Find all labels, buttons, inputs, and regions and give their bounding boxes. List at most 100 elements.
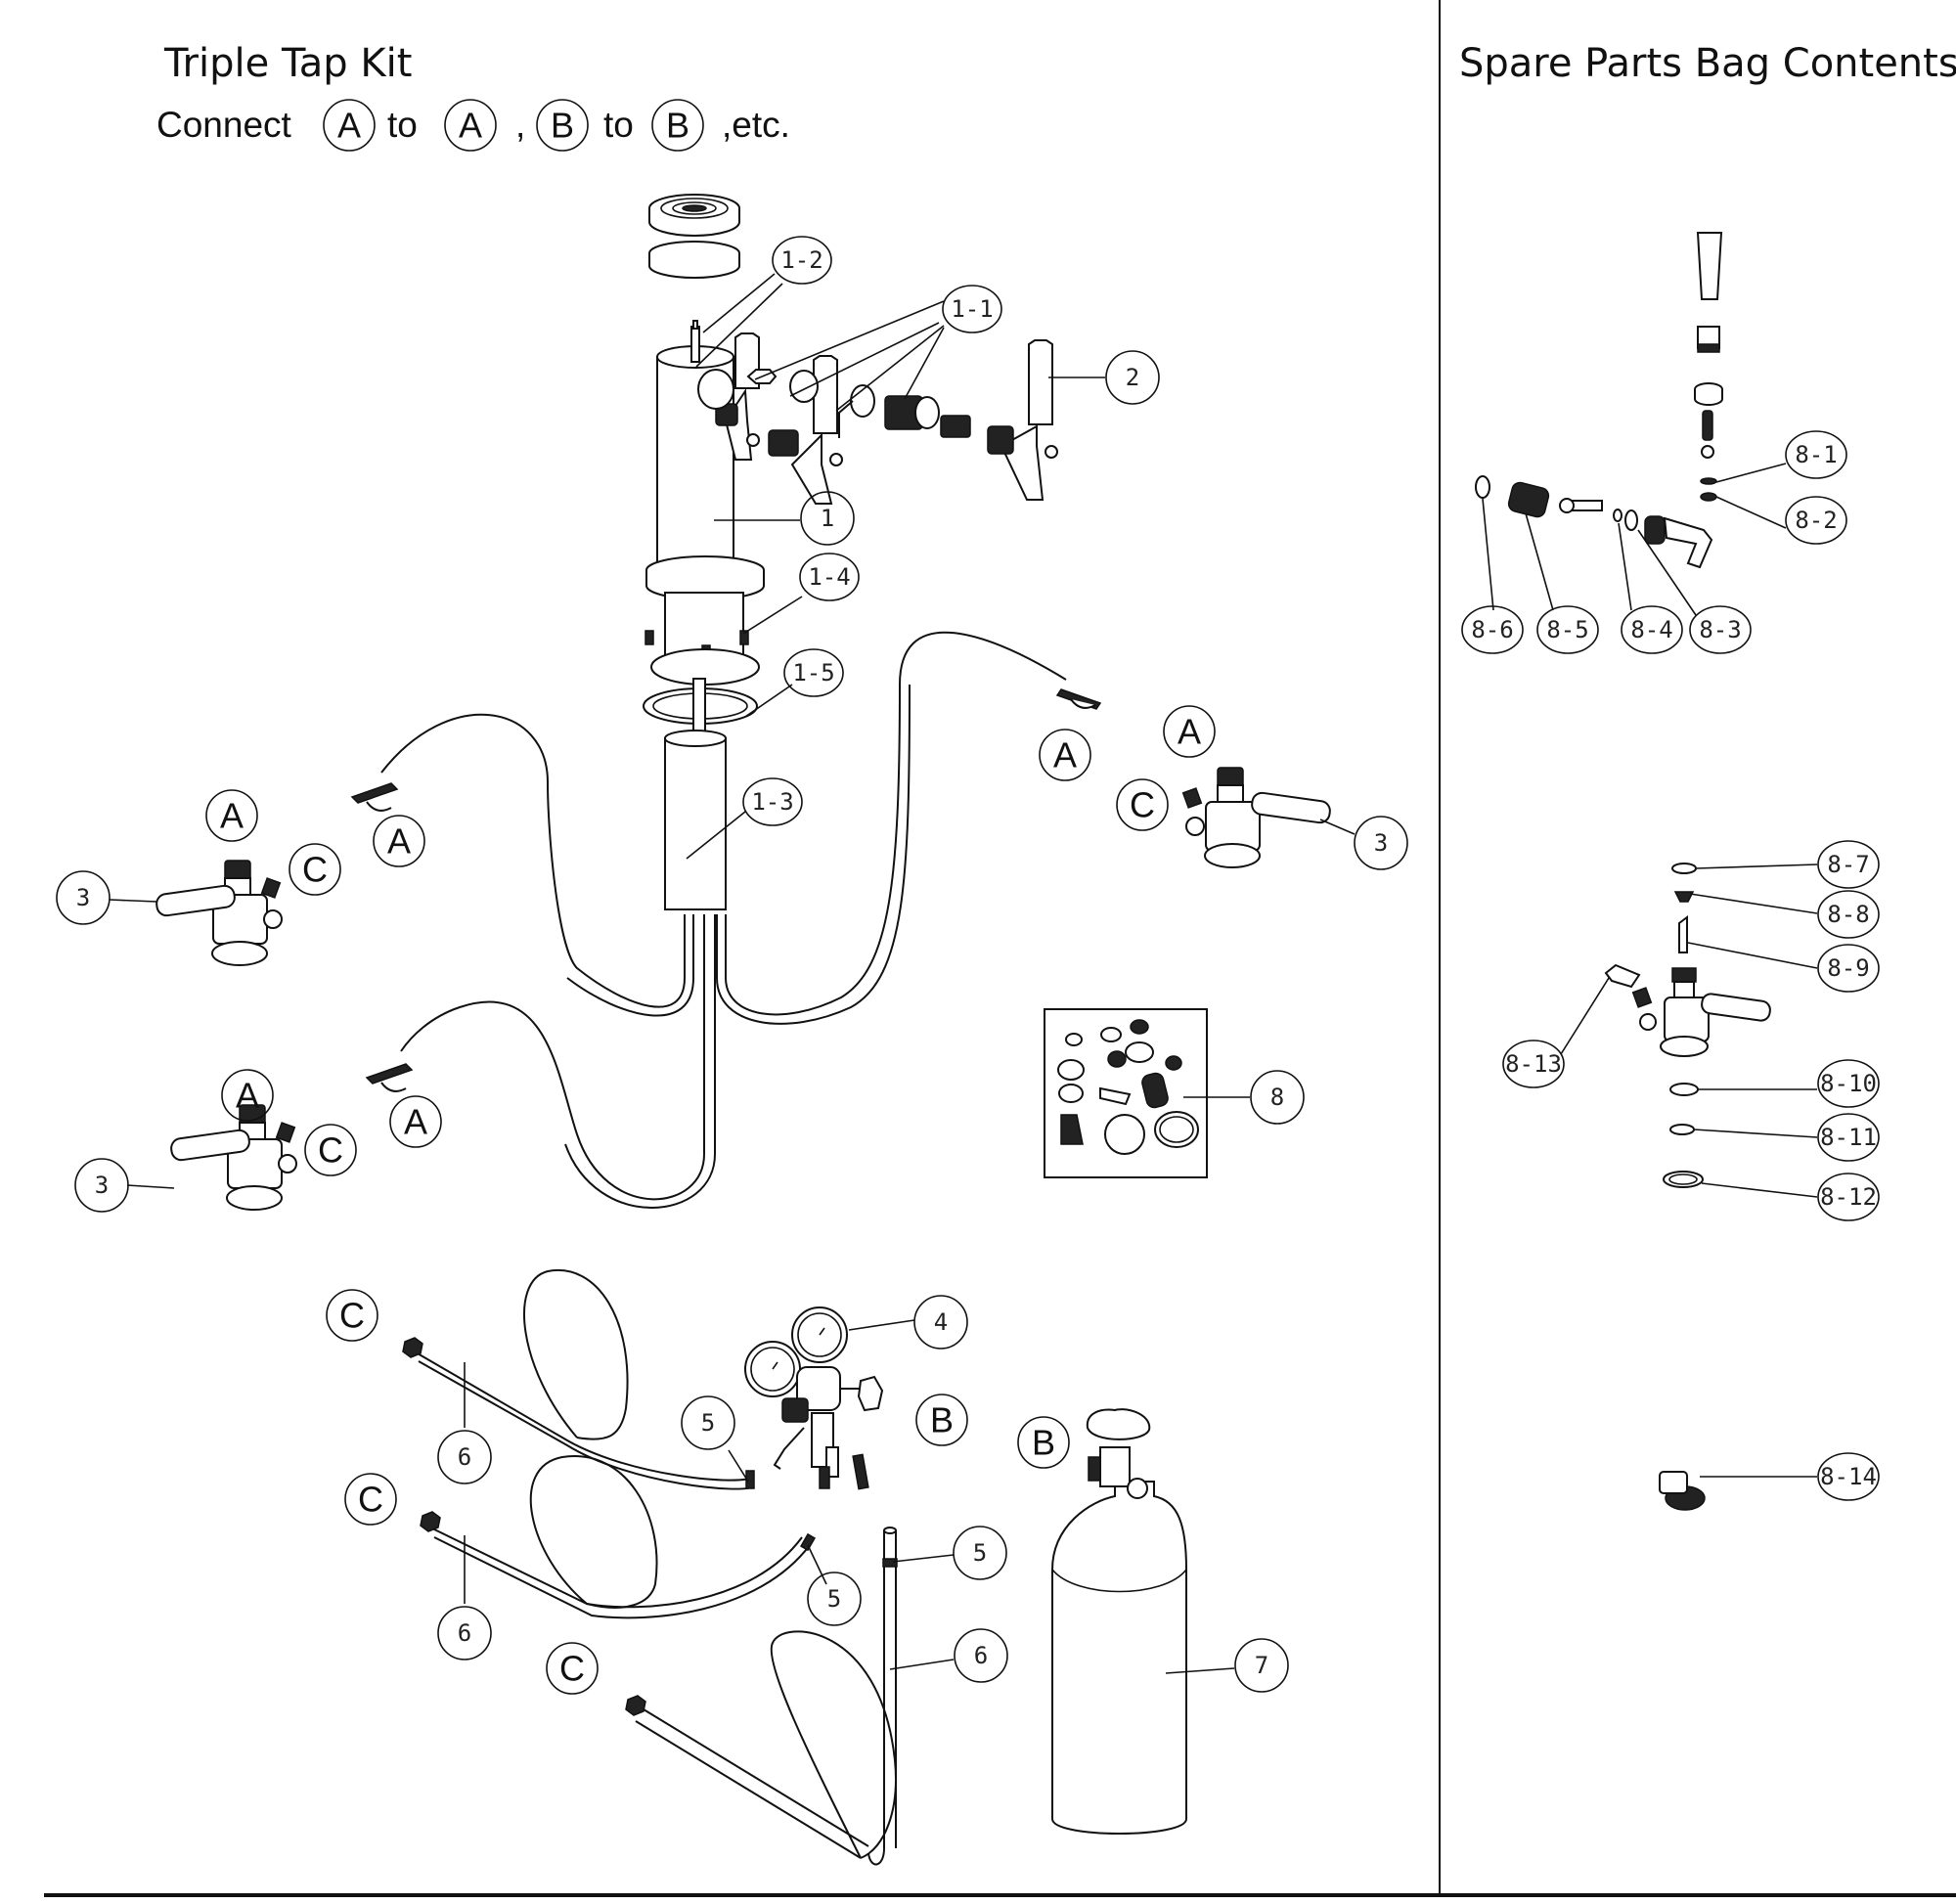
keg-coupler-right <box>1181 767 1331 868</box>
spare-parts-title: Spare Parts Bag Contents <box>1459 41 1956 86</box>
callout-7: 7 <box>1234 1638 1289 1693</box>
svg-text:5: 5 <box>827 1585 841 1613</box>
svg-text:8-2: 8-2 <box>1795 507 1837 534</box>
gas-hoses <box>410 1268 897 1866</box>
tower-assembly <box>643 194 765 910</box>
callout-8-2: 8-2 <box>1785 496 1847 545</box>
connector-c-left-bottom-coupler: C <box>304 1124 357 1176</box>
svg-text:6: 6 <box>458 1619 471 1647</box>
svg-text:8-13: 8-13 <box>1505 1050 1562 1078</box>
callout-8: 8 <box>1250 1070 1305 1125</box>
svg-text:8-14: 8-14 <box>1820 1463 1877 1490</box>
callout-8-10: 8-10 <box>1817 1059 1880 1108</box>
callout-6-b: 6 <box>437 1606 492 1660</box>
svg-text:B: B <box>930 1400 954 1440</box>
instruction-to-2: to <box>603 105 634 145</box>
callout-8-3: 8-3 <box>1689 605 1752 654</box>
connector-c-right-coupler: C <box>1116 778 1169 831</box>
svg-text:C: C <box>318 1130 343 1171</box>
callout-8-11: 8-11 <box>1817 1113 1880 1162</box>
callout-3-left-top: 3 <box>56 870 111 925</box>
svg-text:A: A <box>1178 712 1201 752</box>
beer-line-hex-connector-right <box>1055 688 1102 710</box>
svg-text:1-1: 1-1 <box>951 295 993 323</box>
instruction-letter-a2: A <box>459 106 482 146</box>
callout-1: 1 <box>800 491 855 546</box>
tower-insulation-disc <box>648 241 740 279</box>
svg-text:C: C <box>302 850 328 890</box>
leader-lines <box>109 273 1818 1674</box>
callout-1-4: 1-4 <box>799 553 860 601</box>
callout-2: 2 <box>1105 350 1160 405</box>
svg-text:8-7: 8-7 <box>1827 851 1869 878</box>
instruction-letter-a1: A <box>337 106 361 146</box>
instruction-bubble-a2 <box>444 99 497 152</box>
callout-6-a: 6 <box>437 1430 492 1484</box>
connector-c-gas-hose-1: C <box>326 1289 378 1342</box>
svg-text:8-3: 8-3 <box>1699 616 1741 643</box>
svg-text:3: 3 <box>95 1172 109 1199</box>
callout-8-4: 8-4 <box>1621 605 1683 654</box>
spare-tap-handle <box>1696 232 1723 300</box>
callout-8-5: 8-5 <box>1536 605 1599 654</box>
connector-a-left-top-hose: A <box>373 815 425 867</box>
callout-5-b: 5 <box>807 1572 862 1626</box>
callout-8-6: 8-6 <box>1461 605 1524 654</box>
beer-line-hex-connector-left-top <box>350 782 399 812</box>
tower-top-cap <box>648 194 740 237</box>
callout-1-1: 1-1 <box>942 285 1002 333</box>
callout-1-3: 1-3 <box>742 777 803 826</box>
svg-text:A: A <box>236 1076 259 1116</box>
callout-8-8: 8-8 <box>1817 890 1880 939</box>
callout-8-12: 8-12 <box>1817 1173 1880 1221</box>
instruction-bubble-a1 <box>323 99 376 152</box>
svg-text:A: A <box>1053 735 1077 775</box>
svg-text:1: 1 <box>821 505 834 532</box>
instruction-prefix: Connect <box>156 105 292 145</box>
svg-text:6: 6 <box>974 1642 988 1669</box>
svg-text:A: A <box>387 821 411 862</box>
callout-8-14: 8-14 <box>1817 1452 1880 1501</box>
svg-text:A: A <box>404 1102 427 1142</box>
callout-1-2: 1-2 <box>772 236 832 285</box>
connector-c-left-top-coupler: C <box>289 843 341 896</box>
svg-text:1-3: 1-3 <box>751 788 793 816</box>
svg-text:3: 3 <box>76 884 90 911</box>
connector-a-right-coupler: A <box>1163 705 1216 758</box>
spare-hose-clamp <box>1659 1471 1706 1511</box>
spare-faucet-exploded <box>1475 232 1723 569</box>
callout-8-1: 8-1 <box>1785 430 1847 479</box>
svg-text:3: 3 <box>1374 829 1388 857</box>
svg-text:A: A <box>220 796 244 836</box>
svg-text:5: 5 <box>973 1539 987 1567</box>
beer-line-hex-connector-left-bottom <box>365 1063 414 1092</box>
tower-vent-tube <box>690 326 700 363</box>
page-title: Triple Tap Kit <box>163 41 412 86</box>
keg-coupler-left-bottom <box>170 1104 297 1211</box>
callout-5-c: 5 <box>953 1526 1007 1580</box>
instruction-letter-b1: B <box>551 106 574 146</box>
instruction-to-1: to <box>387 105 418 145</box>
connector-a-left-top-coupler: A <box>205 789 258 842</box>
svg-text:C: C <box>358 1480 383 1520</box>
svg-text:1-5: 1-5 <box>792 659 834 686</box>
instruction-letter-b2: B <box>666 106 689 146</box>
callout-1-5: 1-5 <box>783 648 844 697</box>
gas-hose-nuts <box>402 1337 646 1716</box>
connector-a-left-bottom-hose: A <box>389 1095 442 1148</box>
callout-3-right: 3 <box>1354 816 1408 870</box>
svg-text:B: B <box>1032 1423 1055 1463</box>
svg-text:C: C <box>559 1649 585 1689</box>
svg-text:4: 4 <box>934 1308 948 1336</box>
svg-text:8-11: 8-11 <box>1820 1124 1877 1151</box>
callout-3-left-bottom: 3 <box>74 1158 129 1213</box>
svg-text:1-2: 1-2 <box>780 246 822 274</box>
faucet-3 <box>987 339 1058 501</box>
faucet-shank-parts <box>697 369 971 438</box>
keg-coupler-left-top <box>156 860 283 966</box>
beer-lines <box>380 631 1067 1209</box>
svg-text:C: C <box>1130 785 1155 825</box>
connector-a-right-hose: A <box>1039 729 1091 781</box>
svg-text:8-12: 8-12 <box>1820 1183 1877 1211</box>
